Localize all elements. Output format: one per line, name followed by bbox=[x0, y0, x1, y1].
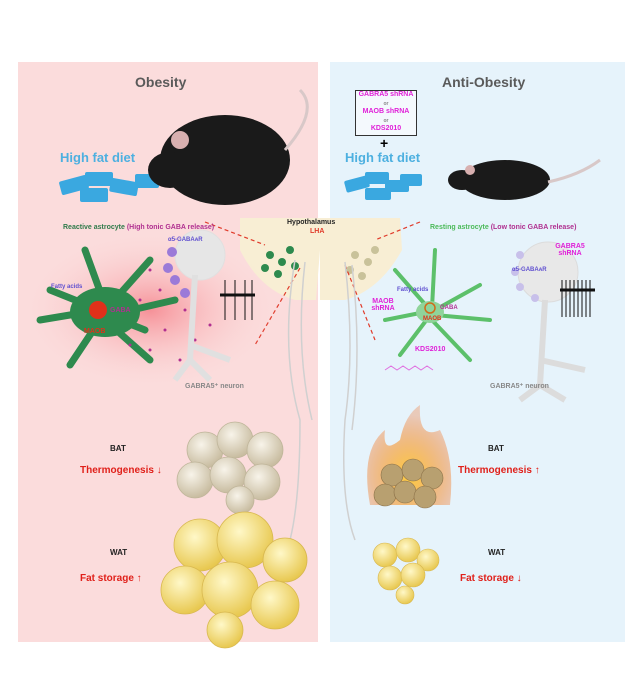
bat-label-right: BAT bbox=[488, 444, 504, 453]
wat-cells-right bbox=[372, 537, 440, 605]
treatment-box: GABRA5 shRNA or MAOB shRNA or KDS2010 bbox=[355, 90, 417, 136]
astrocyte-name: Resting astrocyte bbox=[430, 224, 489, 231]
hypothalamus-reactive-astrocytes bbox=[261, 246, 299, 278]
hypothalamus-label: Hypothalamus bbox=[287, 219, 336, 226]
fat-storage-left: Fat storage ↑ bbox=[80, 573, 142, 584]
neuron-label-right: GABRA5⁺ neuron bbox=[490, 383, 549, 390]
gaba-glow bbox=[20, 230, 280, 390]
astrocyte-name: Reactive astrocyte bbox=[63, 224, 125, 231]
maob-mitochondria bbox=[89, 301, 107, 319]
thermogenesis-right: Thermogenesis ↑ bbox=[458, 465, 540, 476]
a5-gabaar-receptors-left bbox=[163, 247, 190, 298]
resting-astrocyte bbox=[383, 248, 492, 362]
fatty-acids-label-left: Fatty acids bbox=[51, 284, 83, 290]
high-fat-diet-label-left: High fat diet bbox=[60, 150, 136, 165]
wat-label-right: WAT bbox=[488, 548, 506, 557]
obesity-title: Obesity bbox=[135, 74, 187, 90]
treatment-or: or bbox=[383, 100, 389, 107]
gabra5-neuron-left bbox=[172, 229, 232, 383]
treatment-maob-shrna: MAOB shRNA bbox=[362, 108, 410, 115]
bat-cells-right bbox=[373, 458, 444, 509]
treatment-gabra5-shrna: GABRA5 shRNA bbox=[358, 91, 414, 98]
high-fat-diet-pellets-left bbox=[59, 172, 159, 202]
wat-label-left: WAT bbox=[110, 548, 128, 557]
resting-astrocyte-label: Resting astrocyte (Low tonic GABA releas… bbox=[430, 224, 576, 231]
firing-trace-right bbox=[560, 280, 595, 317]
bat-cells-left bbox=[176, 421, 284, 515]
astrocyte-state: (Low tonic GABA release) bbox=[490, 224, 577, 231]
maob-shrna-label: MAOB shRNA bbox=[371, 298, 395, 312]
obese-mouse bbox=[148, 88, 309, 205]
high-fat-diet-label-right: High fat diet bbox=[345, 150, 421, 165]
bat-label-left: BAT bbox=[110, 444, 126, 453]
maob-label-right: MAOB bbox=[423, 316, 442, 322]
gaba-label-right: GABA bbox=[440, 305, 458, 311]
reactive-astrocyte-label: Reactive astrocyte (High tonic GABA rele… bbox=[63, 224, 214, 231]
kds2010-structure bbox=[384, 365, 434, 371]
fatty-acids-label-right: Fatty acids bbox=[397, 287, 429, 293]
anti-obesity-title: Anti-Obesity bbox=[442, 74, 526, 90]
astrocyte-state: (High tonic GABA release) bbox=[126, 224, 215, 231]
thermogenesis-left: Thermogenesis ↓ bbox=[80, 465, 162, 476]
firing-trace-left bbox=[220, 280, 255, 320]
receptor-label-right: α5-GABAᴀR bbox=[512, 267, 547, 273]
kds2010-label: KDS2010 bbox=[415, 346, 446, 353]
high-fat-diet-pellets-right bbox=[344, 172, 422, 200]
gaba-label-left: GABA bbox=[110, 307, 131, 314]
plus-sign: + bbox=[380, 135, 389, 151]
neuron-label-left: GABRA5⁺ neuron bbox=[185, 383, 244, 390]
treatment-or: or bbox=[383, 117, 389, 124]
lha-label: LHA bbox=[310, 228, 325, 235]
nerve-fibers bbox=[287, 259, 358, 541]
gabra5-shrna-label: GABRA5 shRNA bbox=[555, 243, 585, 257]
maob-label-left: MAOB bbox=[84, 328, 106, 335]
fat-storage-right: Fat storage ↓ bbox=[460, 573, 522, 584]
gabra5-neuron-right bbox=[517, 241, 586, 403]
treatment-kds2010: KDS2010 bbox=[370, 125, 402, 132]
a5-gabaar-receptors-right bbox=[511, 251, 539, 302]
lean-mouse bbox=[448, 158, 601, 200]
receptor-label-left: α5-GABAᴀR bbox=[168, 237, 203, 243]
wat-cells-left bbox=[160, 511, 308, 649]
